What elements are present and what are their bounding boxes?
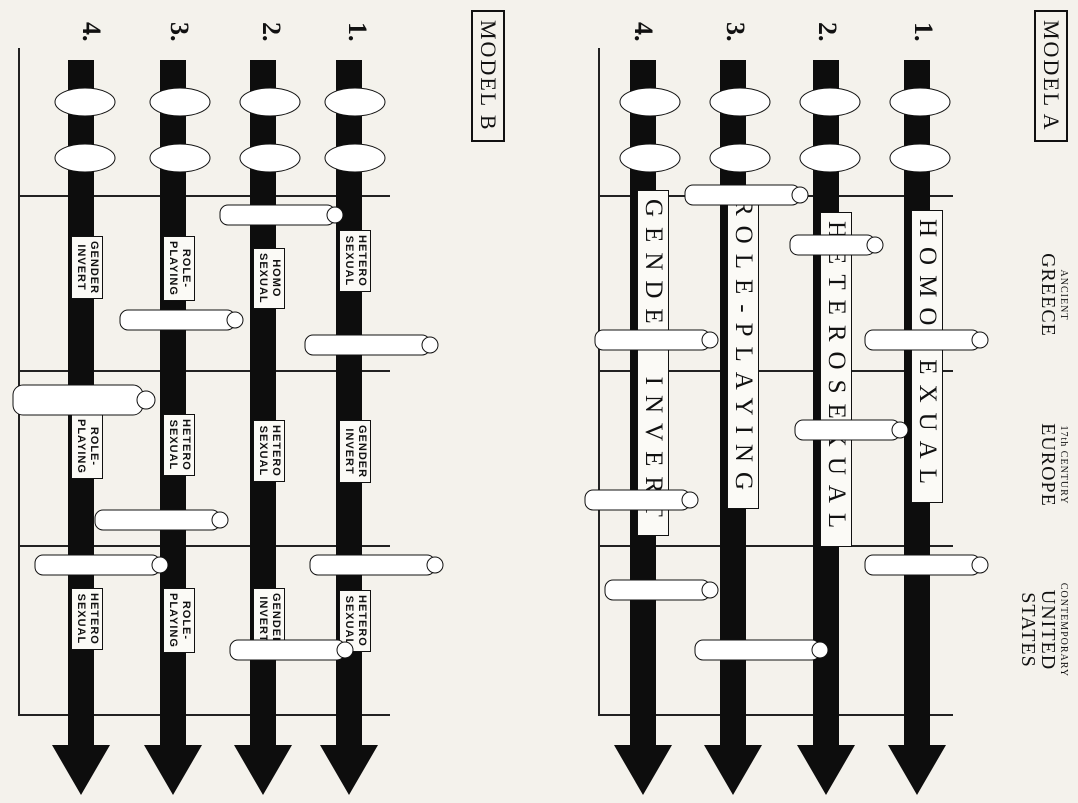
adult-figure-icon (215, 195, 345, 235)
arrow-head (888, 745, 946, 795)
row-number: 4. (76, 22, 106, 42)
row-number: 2. (812, 22, 842, 42)
era-small: CONTEMPORARY (1058, 580, 1068, 680)
adult-figure-icon (115, 300, 245, 340)
row-number: 2. (256, 22, 286, 42)
row-number: 3. (720, 22, 750, 42)
infant-figures-icon (225, 80, 315, 200)
era-small: 17th CENTURY (1058, 400, 1068, 530)
adult-figure-icon (860, 320, 990, 360)
row-number: 1. (342, 22, 372, 42)
label-box: GENDER INVERT (339, 420, 371, 483)
arrow-head (797, 745, 855, 795)
label-box: HOMO SEXUAL (253, 248, 285, 309)
era-label-us: CONTEMPORARY UNITED STATES (1018, 580, 1068, 680)
adult-figure-icon (300, 325, 440, 365)
row-number: 1. (908, 22, 938, 42)
label-box: ROLE- PLAYING (163, 236, 195, 301)
adult-figure-icon (785, 225, 885, 265)
label-box: HETERO SEXUAL (71, 588, 103, 650)
infant-figures-icon (40, 80, 130, 200)
label-box: HETERO SEXUAL (339, 230, 371, 292)
adult-figure-icon (8, 375, 158, 425)
era-large: GREECE (1038, 240, 1058, 350)
adult-figure-icon (225, 630, 355, 670)
arrow-head (704, 745, 762, 795)
era-label-greece: ANCIENT GREECE (1038, 240, 1068, 350)
label-box: HETERO SEXUAL (163, 414, 195, 476)
label-box: ROLE- PLAYING (163, 588, 195, 653)
adult-figure-icon (860, 545, 990, 585)
arrow-head (52, 745, 110, 795)
adult-figure-icon (90, 500, 230, 540)
label-box: GENDER INVERT (71, 236, 103, 299)
arrow-head (144, 745, 202, 795)
model-a-baseline (598, 48, 600, 716)
adult-figure-icon (590, 320, 720, 360)
adult-figure-icon (580, 480, 700, 520)
arrow-head (234, 745, 292, 795)
model-a-title: MODEL A (1034, 10, 1068, 142)
label-box: HETERO SEXUAL (253, 420, 285, 482)
infant-figures-icon (310, 80, 400, 200)
adult-figure-icon (30, 545, 170, 585)
infant-figures-icon (135, 80, 225, 200)
arrow-head (614, 745, 672, 795)
adult-figure-icon (600, 570, 720, 610)
infant-figures-icon (875, 80, 965, 200)
adult-figure-icon (680, 175, 810, 215)
era-small: ANCIENT (1058, 240, 1068, 350)
arrow-head (320, 745, 378, 795)
adult-figure-icon (690, 630, 830, 670)
era-large: EUROPE (1038, 400, 1058, 530)
label-role-playing: ROLE-PLAYING (727, 190, 759, 509)
adult-figure-icon (305, 545, 445, 585)
era-label-europe: 17th CENTURY EUROPE (1038, 400, 1068, 530)
row-number: 4. (628, 22, 658, 42)
adult-figure-icon (790, 410, 910, 450)
model-b-title: MODEL B (471, 10, 505, 142)
era-large: UNITED STATES (1018, 580, 1058, 680)
row-number: 3. (164, 22, 194, 42)
